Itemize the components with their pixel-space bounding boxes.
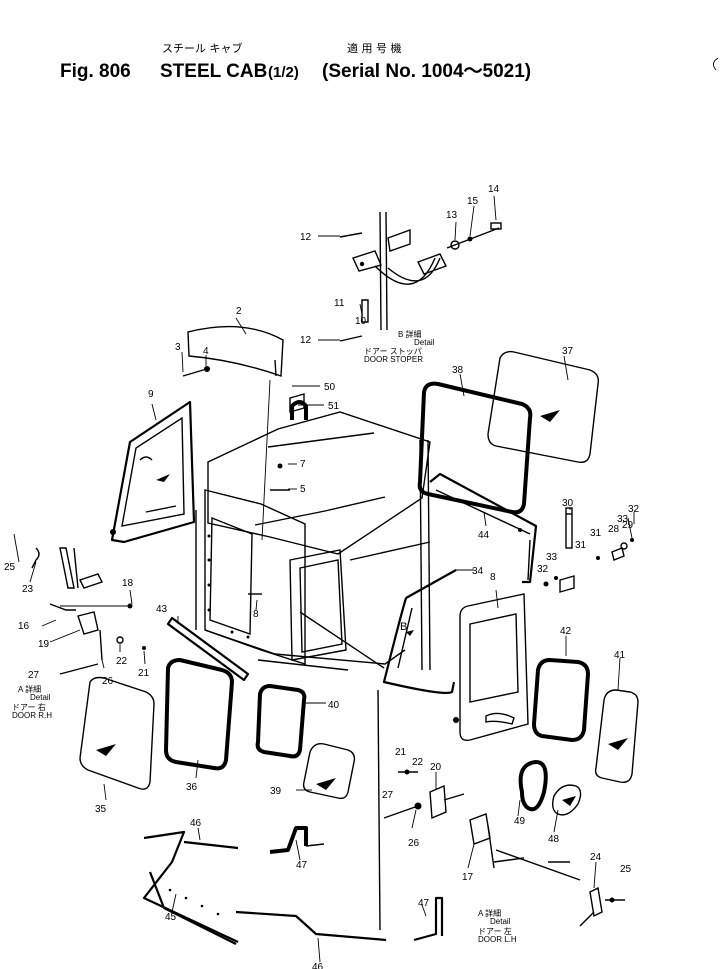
- callout-22-lh: 22: [412, 757, 424, 768]
- callout-29: 29: [622, 520, 634, 531]
- callout-27-rh: 27: [28, 670, 40, 681]
- detail-a-lh-label-en: Detail: [490, 917, 511, 926]
- callout-4: 4: [203, 346, 209, 357]
- callout-25-lh: 25: [620, 864, 632, 875]
- callout-26-rh: 26: [102, 676, 114, 687]
- callout-13: 13: [446, 210, 458, 221]
- callout-41: 41: [614, 650, 626, 661]
- detail-b-label-en: Detail: [414, 338, 435, 347]
- callout-36: 36: [186, 782, 198, 793]
- callout-50: 50: [324, 382, 336, 393]
- callout-17: 17: [462, 872, 474, 883]
- detail-a-lh-label: A 詳細: [478, 908, 501, 918]
- callout-27-lh: 27: [382, 790, 394, 801]
- cab-body: [182, 325, 431, 671]
- front-glass-parts: [79, 616, 356, 800]
- callout-32-lower: 32: [537, 564, 549, 575]
- callout-3: 3: [175, 342, 181, 353]
- floor-moldings: [142, 689, 444, 945]
- detail-b-door-stopper: B 詳細 Detail ドアー ストッパ DOOR STOPER: [339, 211, 502, 364]
- callout-31-lower: 31: [575, 540, 587, 551]
- callout-2: 2: [236, 306, 242, 317]
- detail-a-lh-hinges: A 詳細 Detail ドアー 左 DOOR L.H: [383, 507, 634, 944]
- callout-40: 40: [328, 700, 340, 711]
- callout-33-upper: 33: [617, 514, 629, 525]
- callout-38: 38: [452, 365, 464, 376]
- callout-30: 30: [562, 498, 574, 509]
- callout-21-rh: 21: [138, 668, 150, 679]
- figure-label: Fig. 806: [60, 61, 131, 82]
- callout-46-lower: 46: [312, 962, 324, 969]
- title-applicability-jp: 適 用 号 機: [347, 41, 402, 55]
- callout-47-upper: 47: [296, 860, 308, 871]
- detail-a-lh-sub-jp: ドアー 左: [478, 926, 512, 936]
- callout-21-lh: 21: [395, 747, 407, 758]
- page-edge-mark: [713, 57, 719, 71]
- door-rh: [110, 400, 196, 544]
- callout-10: 10: [355, 316, 367, 327]
- callout-24: 24: [590, 852, 602, 863]
- callout-15: 15: [467, 196, 479, 207]
- callout-34: 34: [472, 566, 484, 577]
- view-markers: B: [400, 621, 414, 636]
- callout-37: 37: [562, 346, 574, 357]
- callout-20: 20: [430, 762, 442, 773]
- callout-47-lower: 47: [418, 898, 430, 909]
- detail-b-sub-jp: ドアー ストッパ: [364, 347, 422, 356]
- callout-numbers: 2 3 4 5 7 8 8 9 10 11 12 12 13 14 15 16 …: [4, 184, 640, 969]
- callout-31-upper: 31: [590, 528, 602, 539]
- callout-12-upper: 12: [300, 232, 312, 243]
- callout-45: 45: [165, 912, 177, 923]
- callout-22-rh: 22: [116, 656, 128, 667]
- detail-a-rh-hinges: A 詳細 Detail ドアー 右 DOOR R.H: [12, 547, 146, 720]
- figure-title: STEEL CAB: [160, 61, 267, 82]
- callout-32-upper: 32: [628, 504, 640, 515]
- callout-16: 16: [18, 621, 30, 632]
- figure-fraction: (1/2): [268, 64, 299, 81]
- serial-range: (Serial No. 1004～5021): [322, 61, 531, 82]
- callout-46-upper: 46: [190, 818, 202, 829]
- callout-18: 18: [122, 578, 134, 589]
- detail-a-rh-label-en: Detail: [30, 693, 51, 702]
- callout-12-lower: 12: [300, 335, 312, 346]
- detail-b-caption: DOOR STOPER: [364, 355, 423, 364]
- callout-7: 7: [300, 459, 306, 470]
- callout-51: 51: [328, 401, 340, 412]
- callout-43: 43: [156, 604, 168, 615]
- callout-49: 49: [514, 816, 526, 827]
- callout-19: 19: [38, 639, 50, 650]
- detail-a-rh-sub-jp: ドアー 右: [12, 702, 46, 712]
- detail-a-rh-caption: DOOR R.H: [12, 711, 52, 720]
- detail-b-label: B 詳細: [398, 329, 422, 339]
- rear-and-lh-door: [382, 350, 639, 816]
- callout-11: 11: [334, 298, 345, 309]
- callout-5: 5: [300, 484, 306, 495]
- callout-23: 23: [22, 584, 34, 595]
- callout-35: 35: [95, 804, 107, 815]
- view-marker-b: B: [400, 621, 407, 633]
- callout-26-lh: 26: [408, 838, 420, 849]
- title-block: スチール キャブ 適 用 号 機 Fig. 806 STEEL CAB (1/2…: [60, 41, 719, 82]
- callout-leaders: [13, 195, 635, 963]
- callout-9: 9: [148, 389, 154, 400]
- callout-39: 39: [270, 786, 282, 797]
- callout-14: 14: [488, 184, 500, 195]
- callout-8-front: 8: [253, 609, 259, 620]
- detail-a-lh-caption: DOOR L.H: [478, 935, 517, 944]
- callout-8-door: 8: [490, 572, 496, 583]
- callout-48: 48: [548, 834, 560, 845]
- callout-33-lower: 33: [546, 552, 558, 563]
- callout-28: 28: [608, 524, 620, 535]
- detail-a-rh-label: A 詳細: [18, 684, 41, 694]
- callout-25-rh: 25: [4, 562, 16, 573]
- callout-44: 44: [478, 530, 490, 541]
- title-name-jp: スチール キャブ: [162, 41, 243, 55]
- callout-42: 42: [560, 626, 572, 637]
